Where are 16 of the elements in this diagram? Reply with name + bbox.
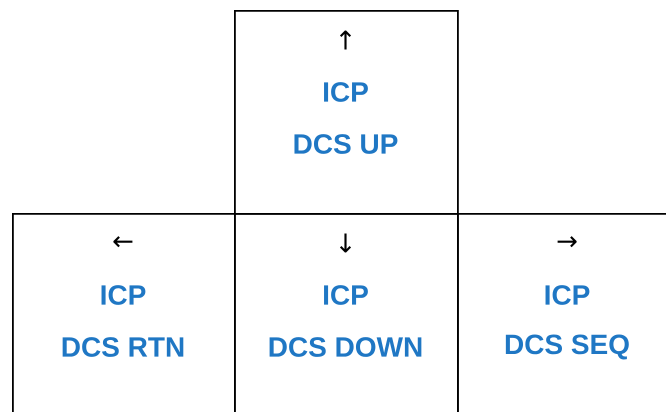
- grid-cell: [12, 213, 236, 412]
- box-label: DCS RTN: [62, 337, 184, 357]
- box-label: ICP: [102, 285, 146, 305]
- direction-arrow: ↓: [340, 233, 352, 253]
- direction-arrow: ←: [113, 236, 132, 248]
- grid-cell: [457, 213, 666, 412]
- grid-cell: [234, 10, 459, 215]
- box-label: ICP: [324, 285, 368, 305]
- box-label: DCS SEQ: [506, 334, 629, 360]
- box-label: ICP: [324, 82, 368, 102]
- box-label: ICP: [546, 285, 590, 305]
- direction-arrow: ↑: [340, 30, 352, 50]
- box-label: DCS DOWN: [270, 337, 422, 357]
- direction-arrow: →: [558, 236, 577, 248]
- box-label: DCS UP: [294, 134, 398, 154]
- grid-cell: [234, 213, 459, 412]
